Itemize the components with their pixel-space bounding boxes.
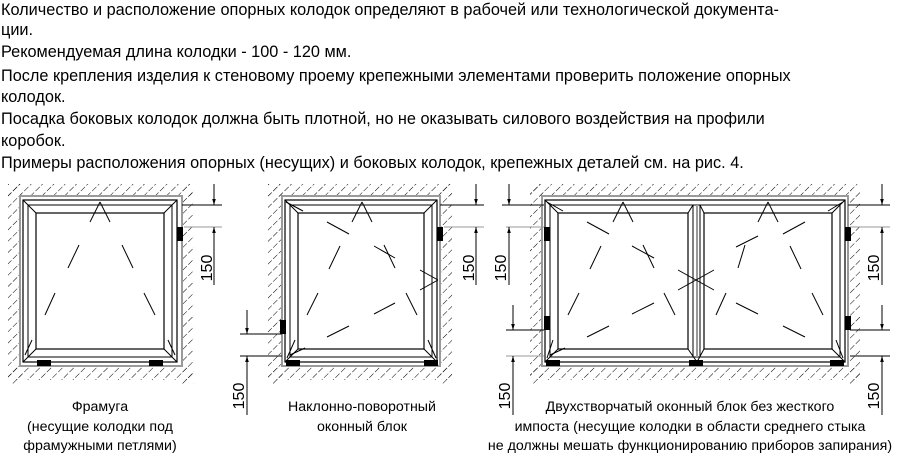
paragraph-line: После крепления изделия к стеновому прое…	[1, 67, 791, 85]
dimension-label: 150	[493, 255, 510, 282]
paragraph-line: Количество и расположение опорных колодо…	[1, 1, 779, 19]
caption-line: Фрамуга	[71, 399, 129, 415]
caption-line: Двухстворчатый оконный блок без жесткого	[545, 399, 835, 415]
dimension-label: 150	[866, 255, 883, 282]
caption-line: (несущие колодки под	[27, 418, 173, 435]
dimension-label: 150	[461, 255, 478, 282]
side-block	[177, 227, 183, 241]
paragraph-line: Примеры расположения опорных (несущих) и…	[1, 154, 744, 172]
dimension-label: 150	[199, 255, 216, 282]
caption-line: Наклонно-поворотный	[288, 399, 436, 415]
figure-tilt-turn	[240, 184, 484, 415]
paragraph-line: ции.	[1, 21, 34, 39]
paragraph-line: коробок.	[1, 132, 66, 150]
figure-framuga	[8, 184, 222, 384]
dimension-label: 150	[497, 383, 514, 410]
caption-line: оконный блок	[317, 418, 407, 435]
support-block	[149, 360, 163, 366]
figure-double-sash	[502, 184, 890, 415]
dimension-label: 150	[231, 383, 248, 410]
caption-line: импоста (несущие колодки в области средн…	[514, 418, 866, 435]
caption-tilt-turn: Наклонно-поворотный оконный блок	[262, 398, 462, 437]
caption-double-sash: Двухстворчатый оконный блок без жесткого…	[458, 398, 922, 457]
caption-line: не должны мешать функционированию прибор…	[487, 438, 893, 454]
support-block	[37, 360, 51, 366]
paragraph-line: колодок.	[1, 88, 66, 106]
caption-line: фрамужными петлями)	[23, 438, 177, 454]
dimension-label: 150	[866, 383, 883, 410]
caption-framuga: Фрамуга (несущие колодки под фрамужными …	[0, 398, 200, 457]
paragraph-line: Посадка боковых колодок должна быть плот…	[1, 110, 765, 128]
paragraph-line: Рекомендуемая длина колодки - 100 - 120 …	[1, 43, 352, 61]
